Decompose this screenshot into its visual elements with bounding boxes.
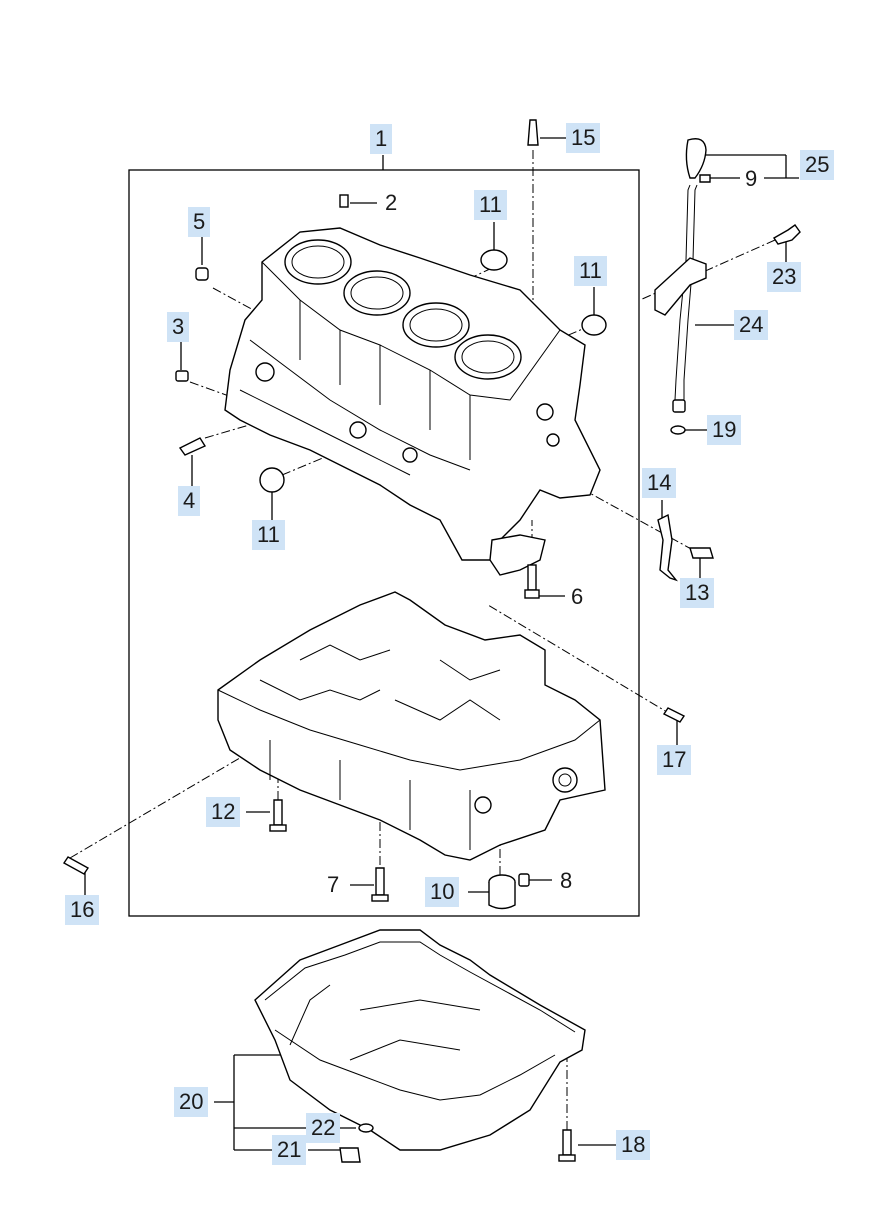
- callout-4[interactable]: 4: [178, 486, 201, 516]
- callout-7[interactable]: 7: [327, 872, 340, 897]
- small-parts-lower: [62, 707, 686, 910]
- callout-18[interactable]: 18: [616, 1130, 651, 1160]
- assembly-frame: [128, 169, 640, 917]
- callout-17[interactable]: 17: [657, 745, 692, 775]
- small-parts-upper: [175, 119, 607, 599]
- callout-16[interactable]: 16: [65, 895, 100, 925]
- callout-25[interactable]: 25: [800, 150, 835, 180]
- callout-10[interactable]: 10: [425, 877, 460, 907]
- callout-15[interactable]: 15: [566, 123, 601, 153]
- callout-12[interactable]: 12: [206, 797, 241, 827]
- callout-13[interactable]: 13: [680, 578, 715, 608]
- callout-11-right[interactable]: 11: [574, 256, 607, 286]
- callout-5[interactable]: 5: [188, 207, 211, 237]
- callout-24[interactable]: 24: [734, 310, 769, 340]
- callout-2[interactable]: 2: [385, 190, 398, 215]
- dipstick-assembly: [654, 138, 801, 582]
- callout-11-bottom[interactable]: 11: [252, 520, 285, 550]
- cylinder-block: [224, 227, 601, 576]
- callout-3[interactable]: 3: [167, 312, 190, 342]
- callout-8[interactable]: 8: [560, 868, 573, 893]
- callout-22[interactable]: 22: [306, 1113, 341, 1143]
- callout-9[interactable]: 9: [745, 166, 758, 191]
- callout-21[interactable]: 21: [272, 1135, 307, 1165]
- callout-1[interactable]: 1: [370, 124, 393, 154]
- callout-23[interactable]: 23: [767, 262, 802, 292]
- callout-14[interactable]: 14: [642, 468, 677, 498]
- oil-pan: [254, 929, 586, 1163]
- callout-19[interactable]: 19: [707, 415, 742, 445]
- callout-20[interactable]: 20: [174, 1087, 209, 1117]
- leader-lines: [84, 137, 799, 1151]
- callout-6[interactable]: 6: [571, 584, 584, 609]
- callout-11-top[interactable]: 11: [474, 190, 507, 220]
- lower-crankcase: [217, 591, 606, 861]
